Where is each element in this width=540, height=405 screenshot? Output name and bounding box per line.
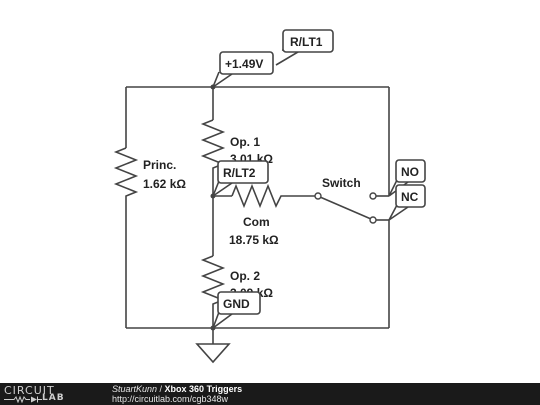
rlt2-tag-text: R/LT2 [223, 166, 256, 180]
rlt1-tag[interactable]: R/LT1 [275, 29, 334, 66]
switch-nc-contact [369, 216, 377, 224]
gnd-tag-text: GND [223, 297, 250, 311]
op2-name-label: Op. 2 [230, 269, 260, 283]
footer-bar: CIRCUIT LAB StuartKunn / Xbox 360 Trigge… [0, 383, 540, 405]
nc-tag[interactable]: NC [388, 184, 426, 221]
credits-separator: / [157, 384, 165, 394]
vsource-tag-text: +1.49V [225, 57, 263, 71]
op2-resistor[interactable] [200, 255, 226, 305]
op1-resistor[interactable] [200, 119, 226, 170]
circuitlab-logo[interactable]: CIRCUIT LAB [4, 384, 96, 403]
princ-name-label: Princ. [143, 158, 176, 172]
author-link[interactable]: StuartKunn [112, 384, 158, 394]
com-name-label: Com [243, 215, 270, 229]
circuit-schematic: Princ. 1.62 kΩ Op. 1 3.01 kΩ Com 18.75 k… [113, 29, 426, 364]
princ-value-label: 1.62 kΩ [143, 177, 186, 191]
wires [125, 86, 390, 344]
com-resistor[interactable] [231, 183, 285, 209]
gnd-tag[interactable]: GND [211, 291, 261, 331]
ground-symbol[interactable] [195, 343, 231, 364]
rlt1-tag-text: R/LT1 [290, 35, 323, 49]
logo-wordmark-bottom: LAB [42, 393, 65, 403]
no-tag[interactable]: NO [388, 159, 426, 197]
op1-name-label: Op. 1 [230, 135, 260, 149]
spdt-switch[interactable] [314, 192, 377, 224]
circuit-title[interactable]: Xbox 360 Triggers [164, 384, 243, 394]
switch-no-contact [369, 192, 377, 200]
switch-name-label: Switch [322, 176, 361, 190]
circuit-credits: StuartKunn / Xbox 360 Triggers http://ci… [112, 384, 242, 404]
logo-circuit-icon [4, 396, 42, 403]
logo-wordmark-top: CIRCUIT [4, 384, 55, 397]
nc-tag-text: NC [401, 190, 419, 204]
rlt2-tag[interactable]: R/LT2 [211, 160, 269, 199]
circuit-url-link[interactable]: http://circuitlab.com/cgb348w [112, 394, 229, 404]
vsource-tag[interactable]: +1.49V [211, 51, 274, 90]
no-tag-text: NO [401, 165, 419, 179]
com-value-label: 18.75 kΩ [229, 233, 279, 247]
switch-common-contact [314, 192, 322, 200]
princ-resistor[interactable] [113, 147, 139, 200]
